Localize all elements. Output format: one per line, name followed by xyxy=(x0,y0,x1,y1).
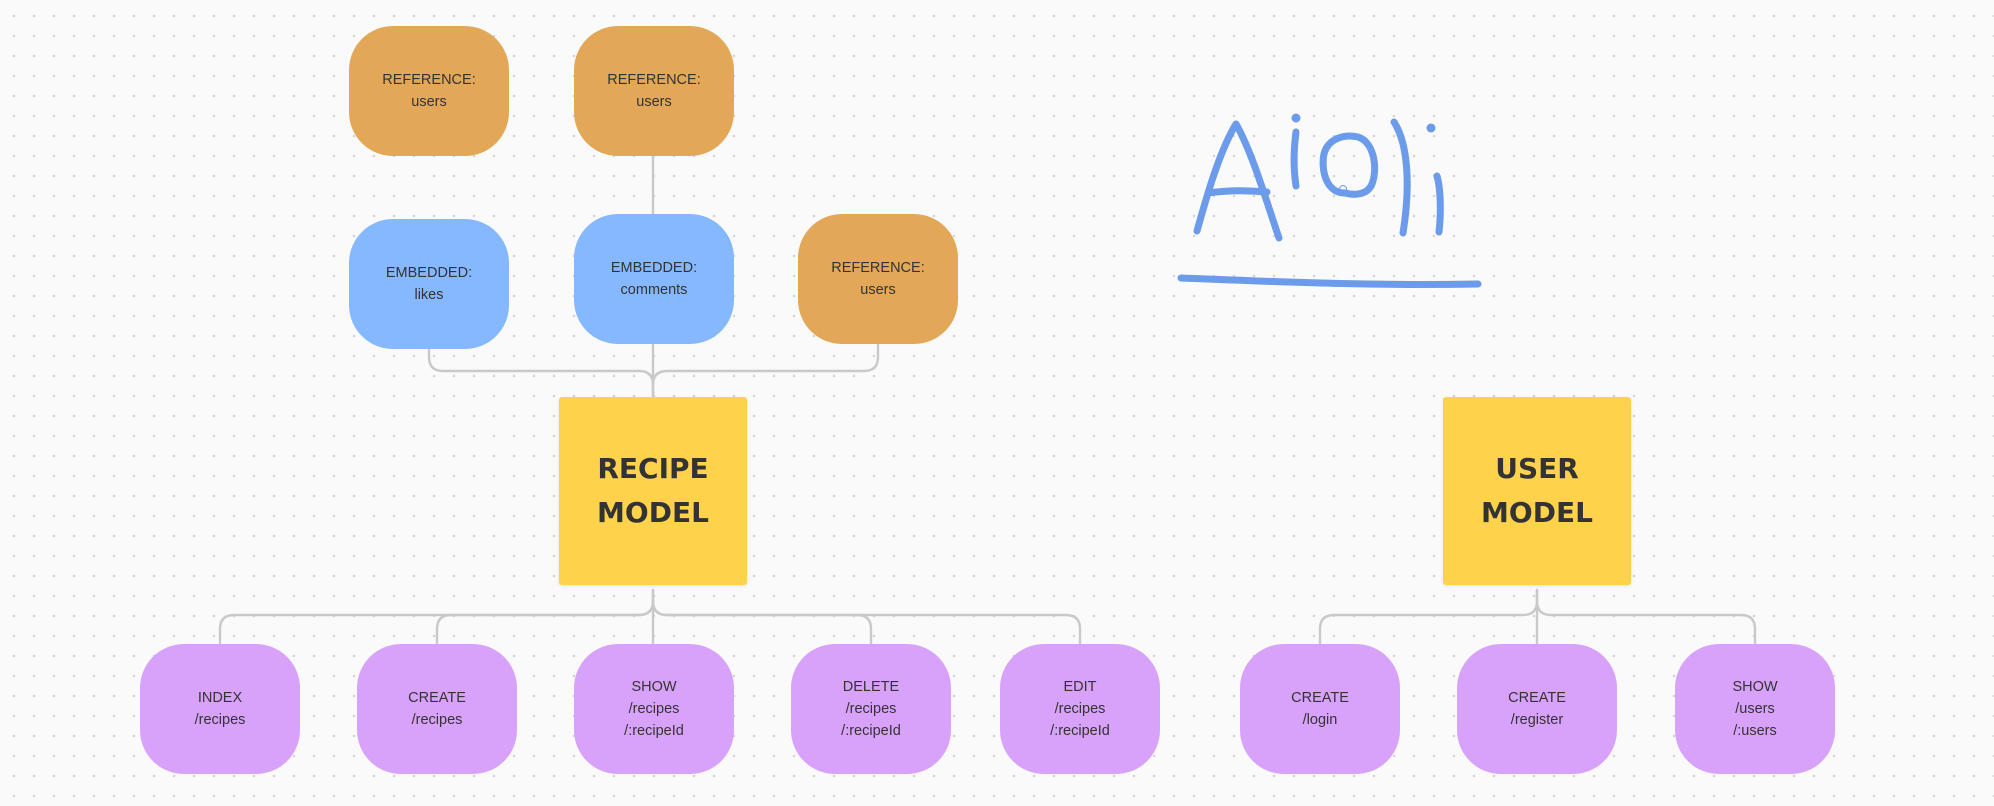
route-line: DELETE xyxy=(842,679,900,695)
route-line: CREATE xyxy=(1291,690,1349,706)
route-line: /recipes xyxy=(194,712,246,728)
model-title-line: RECIPE xyxy=(597,452,709,485)
route-node-create-login[interactable]: CREATE /login xyxy=(1240,644,1400,774)
connector-reference-to-recipe xyxy=(651,342,880,387)
route-line: /recipes xyxy=(1054,701,1106,717)
embedded-node-type: EMBEDDED: xyxy=(610,260,698,276)
route-node-create-recipes[interactable]: CREATE /recipes xyxy=(357,644,517,774)
route-line: /register xyxy=(1510,712,1564,728)
route-node-show-users[interactable]: SHOW /users /:users xyxy=(1675,644,1835,774)
reference-node-users-top-center[interactable]: REFERENCE: users xyxy=(574,26,734,156)
embedded-node-type: EMBEDDED: xyxy=(385,265,473,281)
connector-recipe-to-create xyxy=(435,599,655,646)
route-line: /recipes xyxy=(845,701,897,717)
recipe-model-sticky[interactable]: RECIPE MODEL xyxy=(559,397,747,585)
route-line: EDIT xyxy=(1063,679,1097,695)
route-node-index-recipes[interactable]: INDEX /recipes xyxy=(140,644,300,774)
reference-node-type: REFERENCE: xyxy=(382,72,476,88)
route-line: SHOW xyxy=(631,679,677,695)
reference-node-type: REFERENCE: xyxy=(831,260,925,276)
embedded-node-likes[interactable]: EMBEDDED: likes xyxy=(349,219,509,349)
route-line: /login xyxy=(1302,712,1338,728)
reference-node-users-middle-right[interactable]: REFERENCE: users xyxy=(798,214,958,344)
route-line: SHOW xyxy=(1732,679,1778,695)
model-title-line: MODEL xyxy=(1481,496,1593,529)
route-line: INDEX xyxy=(197,690,243,706)
connector-user-to-show xyxy=(1535,599,1757,646)
route-line: /:recipeId xyxy=(624,723,684,739)
route-line: /:recipeId xyxy=(1050,723,1110,739)
reference-node-name: users xyxy=(636,94,672,110)
route-line: /:recipeId xyxy=(841,723,901,739)
connector-user-to-login xyxy=(1318,588,1539,646)
route-node-show-recipe[interactable]: SHOW /recipes /:recipeId xyxy=(574,644,734,774)
embedded-node-name: likes xyxy=(414,287,444,303)
model-title-line: USER xyxy=(1495,452,1579,485)
route-line: CREATE xyxy=(1508,690,1566,706)
route-node-edit-recipe[interactable]: EDIT /recipes /:recipeId xyxy=(1000,644,1160,774)
embedded-node-comments[interactable]: EMBEDDED: comments xyxy=(574,214,734,344)
route-line: /recipes xyxy=(628,701,680,717)
connector-recipe-to-delete xyxy=(651,599,873,646)
route-node-create-register[interactable]: CREATE /register xyxy=(1457,644,1617,774)
embedded-node-name: comments xyxy=(620,282,688,298)
reference-node-name: users xyxy=(860,282,896,298)
connector-recipe-to-edit xyxy=(651,599,1082,646)
user-model-sticky[interactable]: USER MODEL xyxy=(1443,397,1631,585)
route-line: /recipes xyxy=(411,712,463,728)
reference-node-name: users xyxy=(411,94,447,110)
route-line: /:users xyxy=(1733,723,1777,739)
reference-node-type: REFERENCE: xyxy=(607,72,701,88)
route-line: CREATE xyxy=(408,690,466,706)
connector-likes-to-recipe xyxy=(427,348,655,398)
reference-node-users-top-left[interactable]: REFERENCE: users xyxy=(349,26,509,156)
route-node-delete-recipe[interactable]: DELETE /recipes /:recipeId xyxy=(791,644,951,774)
route-line: /users xyxy=(1735,701,1775,717)
model-title-line: MODEL xyxy=(597,496,709,529)
